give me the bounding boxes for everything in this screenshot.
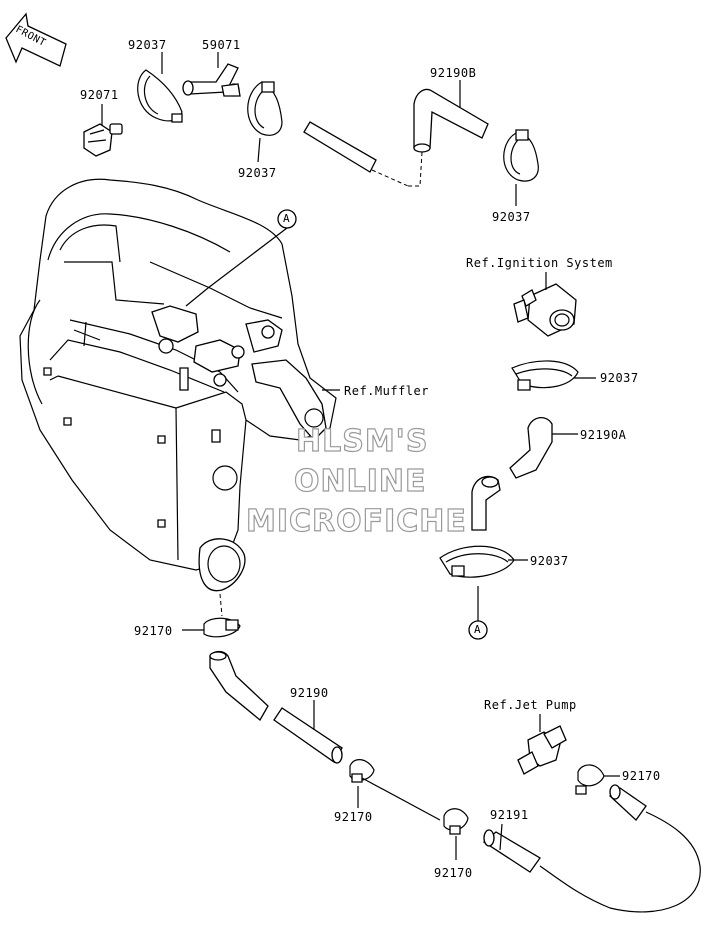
part-label-92037-d: 92037	[600, 371, 639, 385]
part-92037-clamp-mid	[248, 82, 282, 135]
watermark-line-1: HLSM'S	[295, 424, 429, 459]
ignition-part	[514, 284, 576, 336]
part-label-92037-c: 92037	[492, 210, 531, 224]
part-92170-clamp-d	[576, 765, 604, 794]
watermark-line-2: ONLINE	[293, 464, 427, 499]
part-label-92190B: 92190B	[430, 66, 477, 80]
part-92170-clamp-c	[444, 809, 468, 834]
part-92071-plug	[84, 124, 122, 156]
leader-ref-a-top	[186, 228, 287, 306]
ref-marker-a-top-letter: A	[283, 212, 291, 225]
leader-lines	[102, 52, 620, 860]
part-label-59071: 59071	[202, 38, 241, 52]
front-arrow-icon	[6, 14, 66, 66]
part-92190-hose	[274, 708, 342, 763]
part-label-92170-b: 92170	[622, 769, 661, 783]
part-92190A-hose	[472, 418, 552, 530]
watermark-line-3: MICROFICHE	[245, 504, 467, 539]
part-label-92170-a: 92170	[134, 624, 173, 638]
part-92170-clamp-a	[204, 618, 240, 637]
part-label-92037-b: 92037	[238, 166, 277, 180]
dashed-connector-a	[220, 594, 222, 616]
part-label-92037-a: 92037	[128, 38, 167, 52]
part-label-92190: 92190	[290, 686, 329, 700]
air-box-assembly	[20, 179, 336, 590]
ref-muffler-label: Ref.Muffler	[344, 384, 429, 398]
part-label-92170-d: 92170	[434, 866, 473, 880]
part-label-92071: 92071	[80, 88, 119, 102]
part-label-92170-c: 92170	[334, 810, 373, 824]
jet-pump-fitting	[518, 726, 566, 774]
part-hose-curve-left	[210, 652, 268, 721]
connector-line-b	[362, 778, 440, 820]
part-92037-clamp-e	[440, 546, 514, 577]
part-label-92191: 92191	[490, 808, 529, 822]
part-92037-clamp-left	[138, 70, 182, 122]
part-92191-hose	[484, 785, 700, 912]
part-59071-elbow	[183, 64, 240, 96]
part-92190B-hose	[304, 90, 488, 186]
part-92037-clamp-right	[504, 130, 539, 181]
ref-ignition-label: Ref.Ignition System	[466, 256, 613, 270]
ref-marker-a-bottom-letter: A	[474, 623, 482, 636]
ref-jet-pump-label: Ref.Jet Pump	[484, 698, 577, 712]
part-label-92037-e: 92037	[530, 554, 569, 568]
part-label-92190A: 92190A	[580, 428, 627, 442]
part-92037-clamp-d	[512, 361, 578, 390]
